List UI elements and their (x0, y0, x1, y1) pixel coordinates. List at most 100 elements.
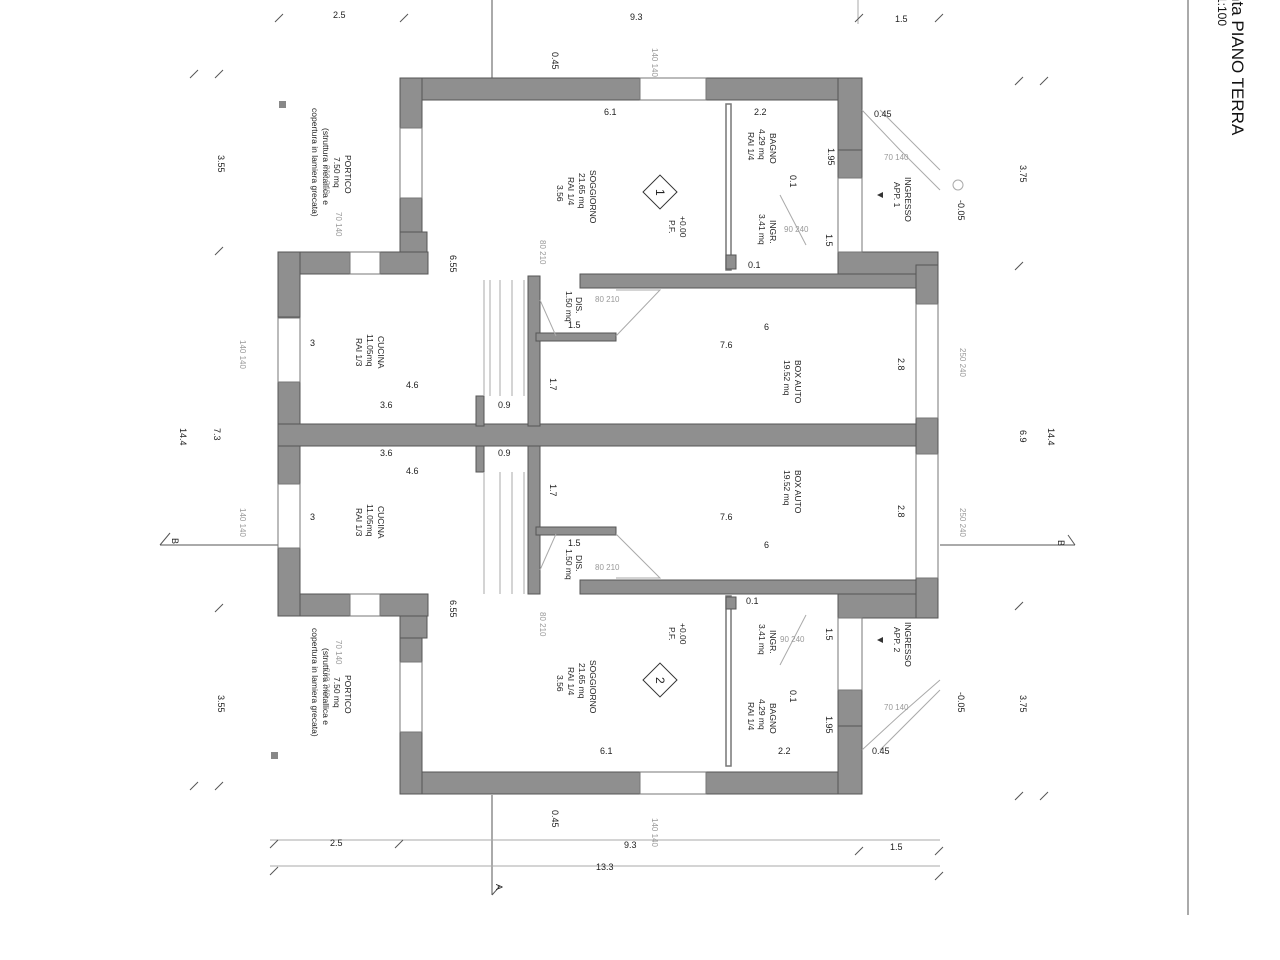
dim-top-left: 2.5 (330, 838, 343, 848)
title-block: nta PIANO TERRA 1:100 (1215, 0, 1247, 136)
dim-cuc-3: 3 (310, 512, 315, 522)
bagno-1-label: BAGNO 4.29 mq RAI 1/4 (746, 129, 778, 164)
dim-cuc-46: 4.6 (406, 466, 419, 476)
win-dis: 80 210 (595, 563, 620, 572)
room-name: INGR. (768, 220, 778, 244)
dim-sogg-w: 6.1 (600, 746, 613, 756)
pf-level: +0.00 (678, 216, 688, 238)
dim-bagno-w: 2.2 (778, 746, 791, 756)
dim-cuc-17: 1.7 (548, 484, 558, 497)
room-area: 1.50 mq (564, 291, 574, 322)
box-1-label: BOX AUTO 19.52 mq (782, 360, 803, 404)
win-top: 140 140 (650, 818, 659, 847)
soggiorno-2-label: SOGGIORNO 21.65 mq RAI 1/4 3.56 (555, 660, 598, 714)
pf-level: +0.00 (678, 623, 688, 645)
win-box: 250 240 (958, 508, 967, 537)
dim-mid-655: 6.55 (448, 600, 458, 618)
section-mark-a: A (494, 884, 504, 890)
room-area: 21.65 mq (577, 663, 587, 699)
dimensions-apartment-2: 2.5 9.3 1.5 140 140 0.45 0.45 6.1 2.2 1.… (216, 448, 1028, 852)
dim-b01: 0.1 (788, 690, 798, 703)
dim-dis-15: 1.5 (568, 320, 581, 330)
dim-box-w: 7.6 (720, 512, 733, 522)
dim-bagno-w: 2.2 (754, 107, 767, 117)
apartment-1-number: 1 (653, 189, 667, 196)
dim-ingr-h: 1.5 (824, 234, 834, 247)
apartment-2-badge: 2 (642, 662, 678, 698)
ingr-2-label: INGR. 3.41 mq (757, 624, 778, 655)
dim-left-355: 3.55 (216, 155, 226, 173)
dimension-lines (160, 0, 1189, 915)
win-sogg: 80 210 (538, 612, 547, 637)
ingr-1-label: INGR. 3.41 mq (757, 214, 778, 245)
section-mark-b-right: B (1056, 540, 1066, 546)
bagno-2-label: BAGNO 4.29 mq RAI 1/4 (746, 699, 778, 734)
dim-top-mid: 9.3 (630, 12, 643, 22)
room-area: 11.05mq (365, 334, 375, 367)
dim-right-375: 3.75 (1018, 165, 1028, 183)
dim-top-left: 2.5 (333, 10, 346, 20)
room-area: 11.05mq (365, 504, 375, 537)
dim-cuc-09: 0.9 (498, 400, 511, 410)
overall-dimensions: 13.3 14.4 7.3 14.4 6.9 (178, 428, 1056, 872)
portico-2-label: PORTICO 7.50 mq (struttura metallica e c… (310, 628, 353, 737)
dimensions-apartment-1: 2.5 9.3 1.5 140 140 0.45 0.45 6.1 2.2 1.… (216, 10, 1028, 410)
win-port: 210 240 (322, 165, 331, 194)
dim-sogg-w: 6.1 (604, 107, 617, 117)
entrance-1-label: INGRESSO APP. 1 (877, 177, 913, 222)
apartment-2-number: 2 (653, 677, 667, 684)
apartment-2: SOGGIORNO 21.65 mq RAI 1/4 3.56 BAGNO 4.… (310, 470, 966, 737)
pf-label: P.F. (667, 220, 677, 234)
room-name: BOX AUTO (793, 470, 803, 514)
portico-1-label: PORTICO 7.50 mq (struttura metallica e c… (310, 108, 353, 217)
dim-cuc-17: 1.7 (548, 378, 558, 391)
win-bagno: 70 140 (884, 153, 909, 162)
room-rai: RAI 1/3 (354, 508, 364, 537)
dim-cuc-36: 3.6 (380, 400, 393, 410)
room-name: BAGNO (768, 703, 778, 734)
entrance-name: INGRESSO (903, 177, 913, 222)
room-note-2: copertura in lamiera grecata) (310, 108, 320, 217)
win-sogg: 80 210 (538, 240, 547, 265)
stair (483, 280, 525, 594)
dim-ingr-01: 0.1 (748, 260, 761, 270)
win-ingr: 90 240 (780, 635, 805, 644)
entrance-2-level: -0.05 (956, 692, 966, 713)
room-area: 19.52 mq (782, 360, 792, 396)
room-name: CUCINA (376, 506, 386, 539)
dim-bagno-h: 1.95 (826, 148, 836, 166)
win-cuc: 140 140 (238, 508, 247, 537)
room-height: 3.56 (555, 675, 565, 692)
win-dis: 80 210 (595, 295, 620, 304)
dim-box-6: 6 (764, 322, 769, 332)
win-box: 250 240 (958, 348, 967, 377)
pf-label: P.F. (667, 627, 677, 641)
dim-box-6: 6 (764, 540, 769, 550)
room-area: 1.50 mq (564, 549, 574, 580)
room-name: DIS. (574, 555, 584, 572)
box-2-label: BOX AUTO 19.52 mq (782, 470, 803, 514)
section-markers: B B A (159, 532, 1076, 896)
dim-length-left: 14.4 (178, 428, 188, 446)
dim-cuc-46: 4.6 (406, 380, 419, 390)
cucina-2-label: CUCINA 11.05mq RAI 1/3 (354, 504, 386, 539)
soggiorno-1-label: SOGGIORNO 21.65 mq RAI 1/4 3.56 (555, 170, 598, 224)
room-rai: RAI 1/4 (566, 667, 576, 696)
dim-cuc-3: 3 (310, 338, 315, 348)
entrance-app: APP. 2 (892, 627, 902, 653)
plan-scale: 1:100 (1215, 0, 1229, 26)
room-name: CUCINA (376, 336, 386, 369)
dim-top-right: 1.5 (895, 14, 908, 24)
room-area: 3.41 mq (757, 214, 767, 245)
entrance-app: APP. 1 (892, 182, 902, 208)
win-top: 140 140 (650, 48, 659, 77)
room-name: INGR. (768, 630, 778, 654)
room-rai: RAI 1/4 (566, 177, 576, 206)
dim-ingr-h: 1.5 (824, 628, 834, 641)
dim-right-375: 3.75 (1018, 695, 1028, 713)
room-area: 4.29 mq (757, 699, 767, 730)
dim-overall-width: 13.3 (596, 862, 614, 872)
room-area: 4.29 mq (757, 129, 767, 160)
room-rai: RAI 1/4 (746, 702, 756, 731)
